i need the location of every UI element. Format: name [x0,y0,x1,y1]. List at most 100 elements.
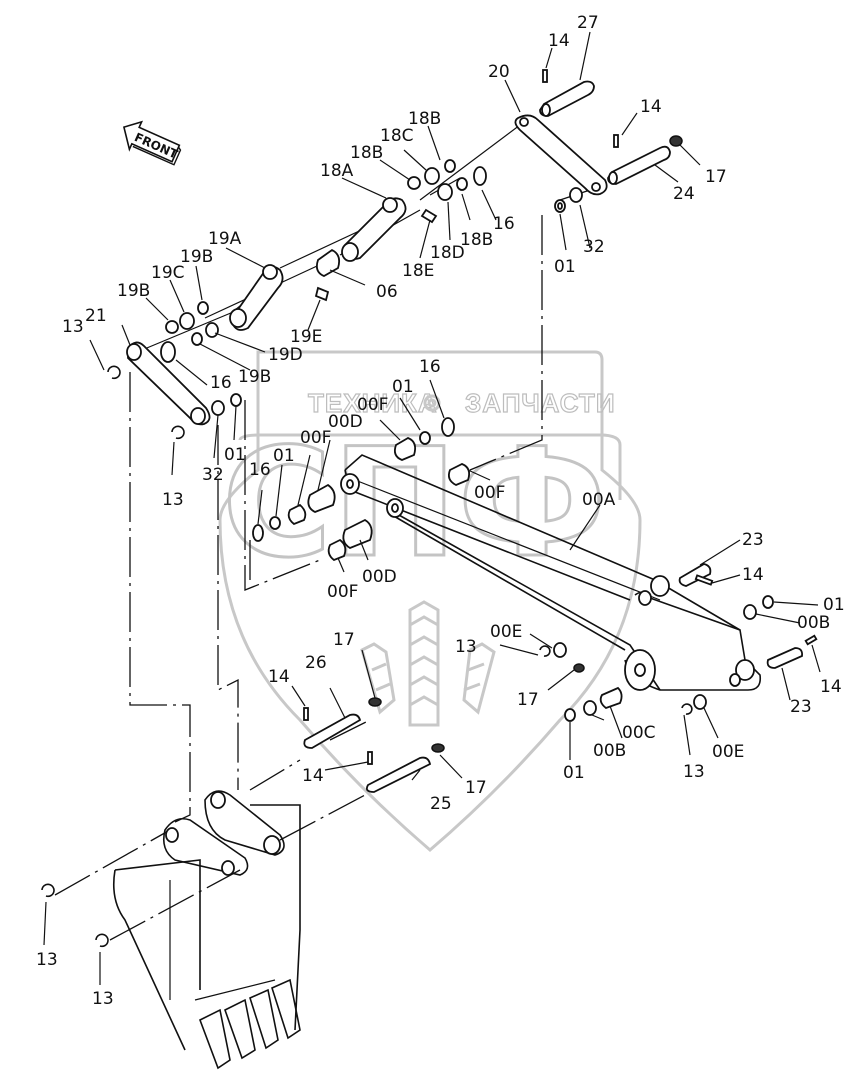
callout-19D: 19D [268,345,303,365]
callout-01: 01 [823,595,845,615]
callout-19C: 19C [151,263,185,283]
callout-14: 14 [302,766,324,786]
spring-pin-14a [542,69,548,83]
callout-01: 01 [563,763,585,783]
callout-18B: 18B [460,230,493,250]
callout-01: 01 [554,257,576,277]
watermark-shield-inner [238,433,622,500]
pin-23a [678,563,712,587]
pin-27 [539,80,595,117]
callout-01: 01 [273,446,295,466]
callout-16: 16 [210,373,232,393]
callout-17: 17 [465,778,487,798]
callout-00D: 00D [362,567,397,587]
callout-17: 17 [517,690,539,710]
spring-pin-14f [367,751,373,765]
bushing-06 [315,248,341,277]
watermark-text-right: ЗАПЧАСТИ [465,388,616,418]
callout-25: 25 [430,794,452,814]
callout-16: 16 [419,357,441,377]
washer-32a [569,187,583,203]
callout-23: 23 [742,530,764,550]
callout-00F: 00F [327,582,358,602]
center-lines [54,215,543,941]
callout-00B: 00B [797,613,830,633]
leader-lines [43,31,821,985]
o-ring-16a [473,166,487,186]
callout-labels: 27 14 20 14 17 24 18B 18C 18B 18A 16 18B… [36,13,845,1009]
callout-19B: 19B [117,281,150,301]
link-20 [514,114,608,196]
callout-19B: 19B [238,367,271,387]
snap-ring-13b [171,425,185,440]
callout-18B: 18B [408,109,441,129]
callout-18E: 18E [402,261,434,281]
callout-14: 14 [268,667,290,687]
callout-23: 23 [790,697,812,717]
callout-00A: 00A [582,490,616,510]
callout-18C: 18C [380,126,414,146]
callout-19A: 19A [208,229,242,249]
arm-assembly-00A [252,417,818,722]
snap-ring-13e [41,883,55,898]
spring-pin-14b [613,134,619,148]
callout-00D: 00D [328,412,363,432]
spring-pin-14e [303,707,309,721]
callout-16: 16 [493,214,515,234]
callout-32: 32 [583,237,605,257]
callout-14: 14 [742,565,764,585]
callout-18D: 18D [430,243,465,263]
grease-fitting-18E [420,208,438,224]
pin-23b [766,647,804,669]
watermark-buildings-icon [360,600,496,727]
callout-18A: 18A [320,161,354,181]
callout-14: 14 [640,97,662,117]
callout-24: 24 [673,184,695,204]
washer-32b [211,400,225,416]
grease-fitting-17c [368,697,382,707]
callout-18B: 18B [350,143,383,163]
callout-00E: 00E [490,622,522,642]
callout-00F: 00F [357,395,388,415]
callout-19E: 19E [290,327,322,347]
callout-26: 26 [305,653,327,673]
callout-16: 16 [249,460,271,480]
bucket [41,697,445,1070]
pin-25 [365,756,432,793]
callout-19B: 19B [180,247,213,267]
grease-fitting-19E [314,286,330,302]
callout-06: 06 [376,282,398,302]
grease-fitting-17a [669,135,683,147]
callout-13: 13 [683,762,705,782]
callout-13: 13 [36,950,58,970]
callout-13: 13 [62,317,84,337]
front-direction-arrow: FRONT [122,120,182,166]
o-ring-16b [160,341,176,363]
callout-00F: 00F [300,428,331,448]
callout-14: 14 [820,677,842,697]
callout-13: 13 [162,490,184,510]
callout-21: 21 [85,306,107,326]
callout-14: 14 [548,31,570,51]
callout-00C: 00C [622,723,656,743]
callout-00E: 00E [712,742,744,762]
seal-01b [230,393,242,407]
snap-ring-13f [95,933,109,948]
callout-17: 17 [333,630,355,650]
callout-20: 20 [488,62,510,82]
callout-17: 17 [705,167,727,187]
callout-13: 13 [455,637,477,657]
callout-00B: 00B [593,741,626,761]
grease-fitting-17d [431,743,445,753]
watermark-text-left: ТЕХНИКА [308,388,438,418]
snap-ring-13a [107,365,121,380]
callout-00F: 00F [474,483,505,503]
callout-27: 27 [577,13,599,33]
callout-01: 01 [392,377,414,397]
bucket-teeth [198,978,301,1070]
watermark-shield [218,350,642,852]
callout-01: 01 [224,445,246,465]
callout-32: 32 [202,465,224,485]
pin-26 [303,713,362,749]
